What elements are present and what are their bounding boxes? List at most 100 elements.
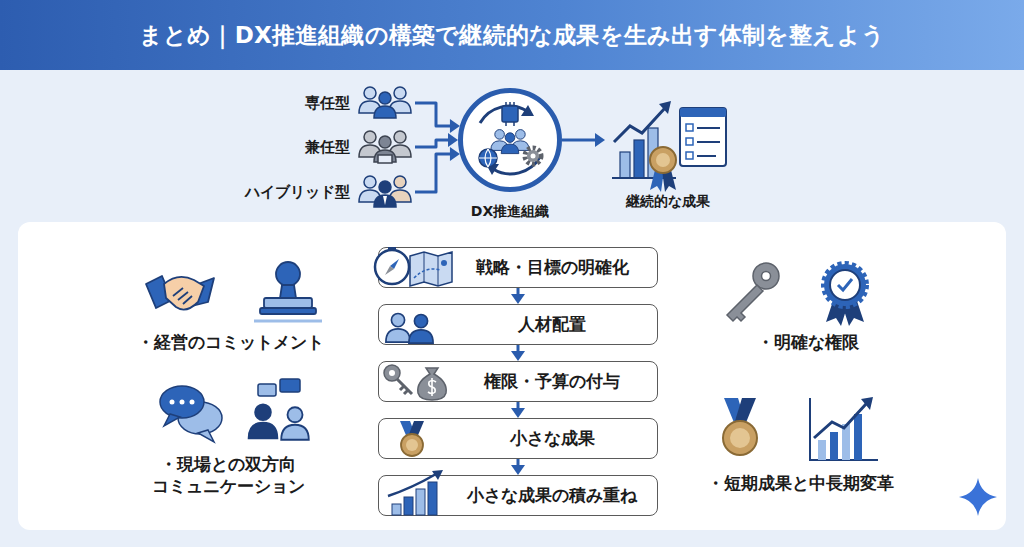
key-budget-icon — [428, 378, 436, 396]
team-icon — [378, 155, 392, 163]
growth-chart-icon — [830, 432, 838, 460]
speech-bubble-icon — [190, 400, 195, 405]
title-text: まとめ｜DX推進組織の構築で継続的な成果を生み出す体制を整えよう — [139, 20, 885, 51]
result-chart-icon — [612, 177, 676, 179]
compass-map-icon — [375, 250, 409, 284]
talking-people-icon — [249, 405, 278, 439]
flow-arrow — [415, 103, 460, 133]
step-box: 戦略・目標の明確化 — [378, 247, 658, 288]
result-chart-icon — [697, 128, 720, 156]
node-text: 権限・予算の付与 — [484, 370, 620, 393]
medal-icon — [724, 398, 745, 425]
handshake-icon — [192, 278, 214, 306]
staff-icon — [409, 315, 433, 344]
growth-bars-icon — [432, 470, 443, 480]
node-text: 戦略・目標の明確化 — [476, 256, 629, 279]
growth-bars-icon — [404, 497, 413, 515]
flow-arrow — [511, 288, 525, 304]
speech-bubble-icon — [198, 430, 214, 442]
arrow-head — [595, 133, 605, 147]
arrow-head — [450, 147, 460, 161]
result-chart-icon — [650, 166, 664, 192]
key-icon — [727, 285, 763, 321]
team-icon — [374, 136, 396, 162]
flow-arrow — [511, 345, 525, 361]
dx-org-emblem — [479, 149, 497, 167]
node-text: 小さな成果 — [510, 427, 595, 450]
compass-map-icon — [414, 269, 440, 278]
key-budget-icon — [389, 370, 395, 376]
result-chart-icon — [620, 152, 630, 178]
medal-icon — [723, 421, 757, 455]
result-chart-icon — [680, 108, 726, 166]
staff-icon — [386, 314, 410, 343]
arrow-head — [511, 408, 525, 418]
dx-org-emblem — [521, 105, 534, 116]
stamp-icon — [254, 262, 322, 321]
growth-chart-icon — [842, 424, 850, 460]
dx-org-emblem — [527, 150, 539, 162]
flow-arrow — [511, 402, 525, 418]
arrow-head — [511, 294, 525, 304]
team-icon — [374, 181, 396, 207]
dx-org-emblem — [501, 133, 519, 154]
result-chart-icon — [634, 140, 644, 178]
connector-line — [415, 154, 453, 192]
badge-icon — [842, 298, 864, 326]
badge-icon — [824, 264, 866, 306]
handshake-icon — [146, 276, 214, 310]
team-icon — [359, 131, 381, 157]
result-node: 継続的な成果 — [605, 98, 730, 193]
team-icon — [359, 87, 411, 118]
dx-org-emblem — [493, 157, 540, 174]
growth-bars-icon — [388, 474, 436, 496]
compass-map-icon — [388, 247, 396, 251]
talking-people-icon — [281, 407, 309, 440]
dx-org-emblem — [531, 154, 536, 159]
compass-map-icon — [441, 260, 447, 266]
staff-icon — [386, 314, 410, 343]
step-box: 権限・予算の付与 — [378, 361, 658, 402]
dx-org-emblem — [479, 149, 497, 167]
badge-icon — [826, 298, 848, 326]
team-type-label: ハイブリッド型 — [220, 174, 415, 210]
bullet-label: ・経営のコミットメント — [120, 331, 340, 353]
result-chart-icon — [686, 124, 693, 131]
key-icon — [762, 272, 771, 281]
handshake-icon — [164, 277, 204, 310]
arrow-head — [511, 351, 525, 361]
team-icon — [389, 131, 411, 157]
medal-icon — [401, 434, 423, 456]
step-box: 小さな成果 — [378, 418, 658, 459]
team-icon — [389, 176, 411, 202]
result-chart-icon — [648, 128, 658, 178]
stamp-icon — [280, 285, 296, 298]
connector-line — [415, 103, 453, 126]
connector-line — [562, 139, 598, 142]
node-text: DX推進組織 — [413, 203, 607, 221]
team-icon — [359, 176, 381, 202]
compass-map-icon — [410, 252, 452, 286]
result-chart-icon — [662, 166, 676, 192]
sparkle-mark — [959, 478, 997, 516]
connector-line — [415, 140, 451, 147]
result-chart-icon — [614, 108, 665, 142]
stamp-icon — [276, 262, 300, 286]
result-chart-icon — [656, 153, 670, 167]
speech-bubble-icon — [160, 386, 204, 418]
node-text: ハイブリッド型 — [245, 183, 350, 202]
compass-map-icon — [385, 266, 394, 275]
growth-bars-icon — [428, 482, 437, 515]
talking-people-icon — [281, 407, 309, 440]
handshake-icon — [173, 288, 192, 304]
speech-bubble-icon — [180, 400, 185, 405]
team-icon — [383, 196, 387, 205]
bullet-label: ・現場との双方向 コミュニケーション — [138, 453, 318, 497]
handshake-icon — [146, 276, 172, 308]
result-chart-icon — [659, 101, 671, 114]
talking-people-icon — [258, 384, 276, 396]
team-icon — [359, 131, 411, 163]
